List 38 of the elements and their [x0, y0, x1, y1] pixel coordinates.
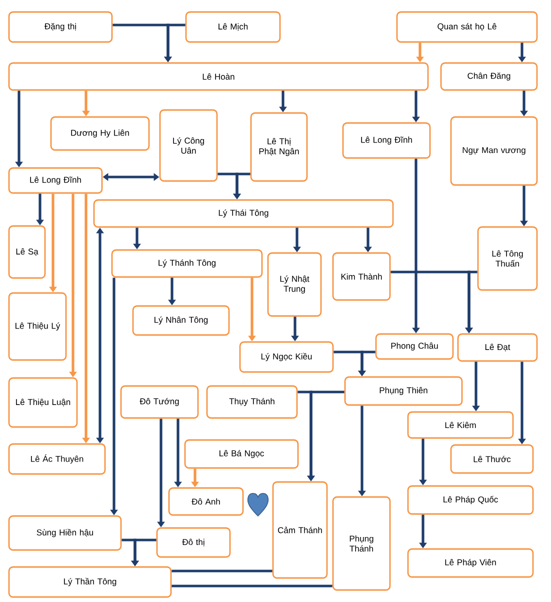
- name-box: Phụng Thánh: [332, 496, 391, 591]
- name-box: Lý Nhân Tông: [132, 305, 230, 336]
- name-box: Lê Pháp Viên: [407, 548, 534, 578]
- name-box: Thụy Thánh: [206, 385, 298, 419]
- name-box: Lê Long Đĩnh: [342, 122, 431, 159]
- name-box: Lý Thái Tông: [93, 199, 394, 228]
- name-box: Chân Đăng: [440, 62, 538, 91]
- name-box: Lý Nhật Trung: [267, 252, 322, 317]
- name-box: Lê Mịch: [185, 11, 281, 43]
- name-box: Lê Đạt: [457, 333, 538, 362]
- name-box: Lý Thần Tông: [8, 566, 172, 598]
- name-box: Phong Châu: [375, 333, 454, 360]
- name-box: Cảm Thánh: [272, 481, 328, 579]
- name-box: Lê Thiệu Lý: [8, 292, 67, 361]
- name-box: Đô Anh: [168, 487, 244, 516]
- name-box: Lê Pháp Quốc: [407, 485, 534, 515]
- name-box: Đặng thị: [8, 11, 113, 43]
- name-box: Lê Sạ: [8, 225, 46, 279]
- name-box: Lê Ác Thuyên: [8, 443, 106, 475]
- name-box: Kim Thành: [332, 252, 391, 301]
- name-box: Phụng Thiên: [344, 376, 463, 406]
- name-box: Lê Thiệu Luận: [8, 377, 78, 428]
- name-box: Đô Tướng: [120, 385, 199, 419]
- name-box: Lê Hoàn: [8, 62, 429, 91]
- name-box: Lê Long Đĩnh: [8, 167, 103, 194]
- name-box: Dương Hy Liên: [50, 116, 150, 151]
- name-box: Lý Thánh Tông: [111, 249, 263, 278]
- name-box: Lê Bá Ngọc: [184, 439, 299, 469]
- name-box: Lê Tông Thuấn: [477, 226, 538, 291]
- name-box: Lê Thước: [450, 444, 534, 474]
- name-box: Ngự Man vương: [450, 116, 538, 186]
- name-box: Lê Kiêm: [407, 411, 514, 439]
- name-box: Đô thị: [156, 527, 231, 558]
- name-box: Sùng Hiền hậu: [8, 515, 122, 551]
- name-box: Lê Thị Phật Ngân: [250, 112, 308, 182]
- name-box: Lý Công Uân: [159, 109, 218, 182]
- name-box: Quan sát họ Lê: [396, 11, 538, 43]
- name-box: Lý Ngọc Kiều: [239, 341, 334, 373]
